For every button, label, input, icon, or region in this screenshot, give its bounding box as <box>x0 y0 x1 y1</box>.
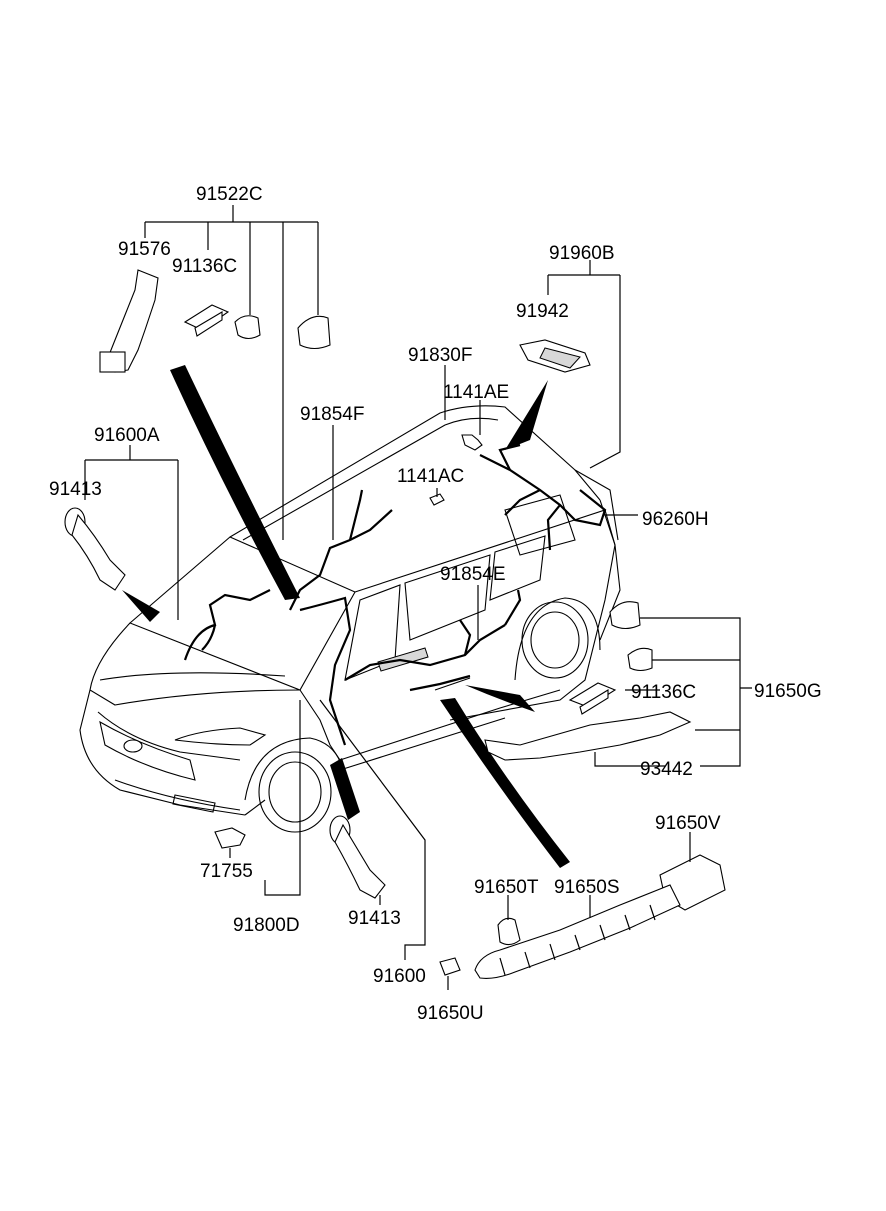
label-1141AE: 1141AE <box>443 382 509 403</box>
label-91800D: 91800D <box>233 915 300 936</box>
label-96260H: 96260H <box>642 509 709 530</box>
label-91942: 91942 <box>516 301 569 322</box>
label-91830F: 91830F <box>408 345 472 366</box>
label-91960B: 91960B <box>549 243 615 264</box>
part-illustrations <box>64 269 726 979</box>
label-91576: 91576 <box>118 239 171 260</box>
label-91136C-right: 91136C <box>631 682 696 703</box>
label-91600A: 91600A <box>94 425 160 446</box>
label-91413-bottom: 91413 <box>348 908 401 929</box>
label-91854E: 91854E <box>440 564 506 585</box>
harness-routing <box>183 443 607 746</box>
label-91650S: 91650S <box>554 877 620 898</box>
part-labels: 91522C 91576 91136C 91960B 91942 91830F … <box>49 184 822 1024</box>
leader-lines <box>84 205 752 990</box>
label-71755: 71755 <box>200 861 253 882</box>
label-1141AC: 1141AC <box>397 466 464 487</box>
label-91650T: 91650T <box>474 877 539 898</box>
label-91854F: 91854F <box>300 404 364 425</box>
label-93442: 93442 <box>640 759 693 780</box>
label-91522C: 91522C <box>196 184 263 205</box>
label-91650U: 91650U <box>417 1003 484 1024</box>
label-91413-left: 91413 <box>49 479 102 500</box>
label-91650G: 91650G <box>754 681 822 702</box>
label-91600: 91600 <box>373 966 426 987</box>
label-91650V: 91650V <box>655 813 721 834</box>
vehicle-outline <box>79 405 621 833</box>
label-91136C-top: 91136C <box>172 256 237 277</box>
callout-arrows <box>122 365 570 868</box>
